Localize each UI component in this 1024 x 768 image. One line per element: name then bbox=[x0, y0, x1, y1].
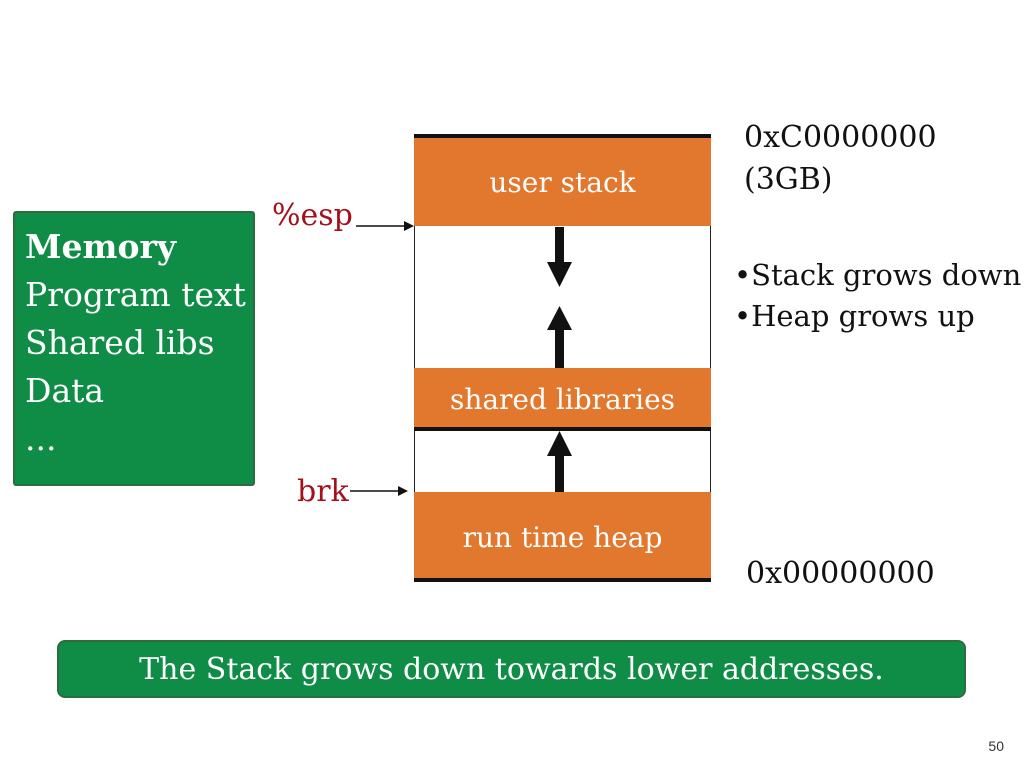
run-time-heap-segment: run time heap bbox=[414, 492, 711, 578]
heap-grows-up-arrow-lower bbox=[547, 431, 572, 492]
memory-item-program-text: Program text bbox=[25, 275, 246, 314]
memory-title: Memory bbox=[25, 227, 177, 266]
esp-label: %esp bbox=[272, 198, 353, 233]
memory-item-data: Data bbox=[25, 371, 105, 410]
page-number: 50 bbox=[988, 738, 1004, 754]
memory-box: Memory Program text Shared libs Data ... bbox=[13, 211, 255, 486]
note-heap-grows-up: •Heap grows up bbox=[734, 299, 975, 333]
top-address: 0xC0000000 bbox=[744, 120, 937, 155]
esp-pointer-arrow bbox=[356, 221, 414, 231]
caption-text: The Stack grows down towards lower addre… bbox=[139, 651, 884, 687]
heap-grows-up-arrow bbox=[547, 306, 572, 368]
caption-banner: The Stack grows down towards lower addre… bbox=[57, 640, 966, 698]
memory-item-shared-libs: Shared libs bbox=[25, 323, 215, 362]
top-address-size: (3GB) bbox=[744, 162, 833, 197]
brk-label: brk bbox=[297, 474, 349, 509]
memory-item-ellipsis: ... bbox=[25, 419, 57, 458]
bottom-address: 0x00000000 bbox=[746, 556, 935, 591]
brk-pointer-arrow bbox=[350, 486, 408, 496]
notes-list: •Stack grows down •Heap grows up bbox=[734, 255, 1021, 337]
stack-grows-down-arrow bbox=[547, 227, 572, 287]
top-boundary-line bbox=[414, 134, 711, 138]
shared-libraries-bottom-line bbox=[414, 427, 711, 431]
bottom-boundary-line bbox=[414, 578, 711, 582]
shared-libraries-segment: shared libraries bbox=[414, 368, 711, 428]
user-stack-segment: user stack bbox=[414, 138, 711, 226]
note-stack-grows-down: •Stack grows down bbox=[734, 258, 1022, 292]
